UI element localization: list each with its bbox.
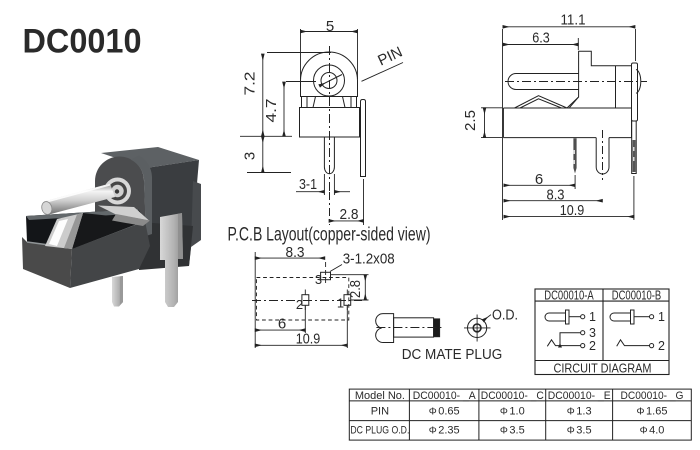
svg-text:DC00010- _G: DC00010- _G	[621, 390, 684, 402]
svg-text:4.7: 4.7	[263, 99, 280, 123]
svg-text:P.C.B Layout(copper-sided view: P.C.B Layout(copper-sided view)	[228, 225, 431, 246]
svg-text:CIRCUIT DIAGRAM: CIRCUIT DIAGRAM	[554, 361, 652, 376]
svg-text:2: 2	[658, 339, 665, 353]
svg-text:3: 3	[242, 152, 259, 160]
svg-text:2.8: 2.8	[347, 280, 364, 298]
svg-text:Φ1.0: Φ1.0	[500, 406, 525, 418]
svg-text:DC MATE PLUG: DC MATE PLUG	[402, 346, 503, 363]
svg-text:7.2: 7.2	[242, 72, 259, 96]
svg-text:Φ4.0: Φ4.0	[640, 425, 665, 437]
svg-text:6: 6	[535, 171, 543, 188]
svg-text:DC PLUG O.D.: DC PLUG O.D.	[350, 425, 409, 437]
svg-text:1: 1	[589, 310, 596, 324]
svg-text:DC00010- _E: DC00010- _E	[548, 390, 611, 402]
svg-text:8.3: 8.3	[547, 187, 565, 204]
svg-text:5: 5	[326, 18, 334, 35]
svg-text:3: 3	[315, 272, 322, 287]
svg-text:1: 1	[658, 310, 665, 324]
svg-text:3-1: 3-1	[299, 176, 317, 193]
svg-text:PIN: PIN	[375, 43, 405, 69]
svg-text:DC00010- _C: DC00010- _C	[481, 390, 544, 402]
svg-text:Φ1.3: Φ1.3	[567, 406, 592, 418]
svg-text:3-1.2x08: 3-1.2x08	[343, 251, 395, 268]
svg-text:10.9: 10.9	[296, 331, 321, 348]
svg-text:11.1: 11.1	[561, 12, 586, 29]
svg-text:6: 6	[278, 316, 286, 333]
svg-text:Φ3.5: Φ3.5	[567, 425, 592, 437]
svg-text:8.3: 8.3	[286, 244, 305, 261]
svg-text:DC0010: DC0010	[23, 23, 142, 61]
svg-text:PIN: PIN	[371, 406, 389, 418]
svg-text:2: 2	[296, 297, 303, 312]
svg-text:2.5: 2.5	[462, 110, 479, 131]
svg-text:Model No.: Model No.	[355, 390, 405, 402]
svg-text:1: 1	[337, 296, 344, 311]
svg-text:DC00010- _A: DC00010- _A	[413, 390, 477, 402]
svg-text:Φ1.65: Φ1.65	[637, 406, 668, 418]
svg-text:2: 2	[589, 339, 596, 353]
svg-text:DC00010-B: DC00010-B	[612, 288, 662, 302]
svg-text:Φ0.65: Φ0.65	[429, 406, 460, 418]
svg-text:3: 3	[589, 326, 596, 340]
svg-text:Φ2.35: Φ2.35	[429, 425, 460, 437]
svg-text:DC00010-A: DC00010-A	[544, 288, 594, 302]
svg-text:6.3: 6.3	[532, 30, 550, 47]
svg-text:2.8: 2.8	[340, 206, 359, 223]
svg-text:10.9: 10.9	[560, 202, 585, 219]
svg-text:O.D.: O.D.	[492, 307, 518, 324]
svg-text:Φ3.5: Φ3.5	[500, 425, 525, 437]
